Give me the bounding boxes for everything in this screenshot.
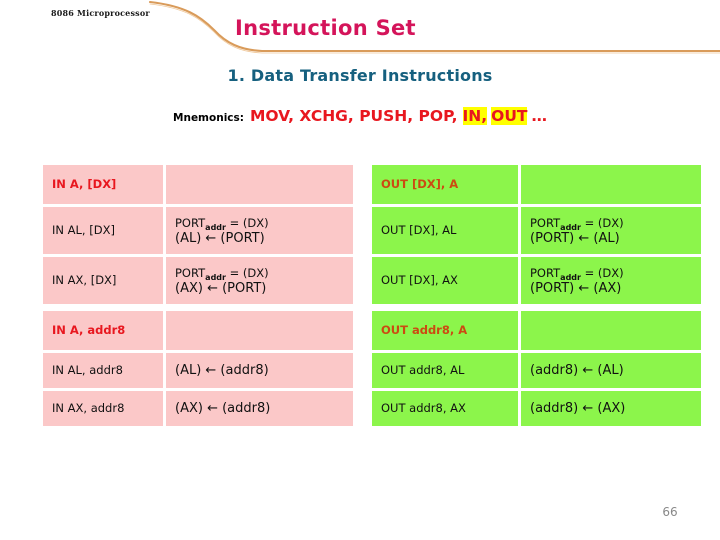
table-cell-operation: PORTaddr = (DX) (PORT) ← (AX) (521, 257, 701, 304)
instruction-mnemonic: OUT addr8, AX (381, 400, 466, 415)
table-cell-operation: PORTaddr = (DX) (AL) ← (PORT) (166, 207, 353, 254)
operation-transfer: (AX) ← (PORT) (175, 280, 267, 296)
instruction-mnemonic: OUT [DX], AX (381, 272, 458, 287)
page-title: Instruction Set (235, 16, 416, 40)
instruction-header-label: OUT addr8, A (381, 322, 468, 337)
instruction-mnemonic: IN AL, addr8 (52, 362, 123, 377)
instruction-mnemonic: IN AX, [DX] (52, 272, 117, 287)
table-row: OUT addr8, AX (372, 391, 518, 426)
operation-transfer: (PORT) ← (AL) (530, 230, 620, 246)
mnemonics-ellipsis: … (531, 107, 547, 125)
table-out-addr8-mnemonic-column: OUT addr8, A OUT addr8, AL OUT addr8, AX (372, 311, 518, 426)
mnemonics-label: Mnemonics: (173, 112, 244, 124)
table-out-dx: OUT [DX], A OUT [DX], AL OUT [DX], AX PO… (372, 165, 701, 304)
operation-port-subscript: addr (205, 223, 226, 233)
table-row-header: IN A, addr8 (43, 311, 163, 350)
table-in-dx: IN A, [DX] IN AL, [DX] IN AX, [DX] PORTa… (43, 165, 353, 304)
table-cell-operation: (addr8) ← (AX) (521, 391, 701, 426)
table-row: IN AL, addr8 (43, 353, 163, 388)
section-heading: 1. Data Transfer Instructions (227, 66, 493, 85)
table-row-header: OUT [DX], A (372, 165, 518, 204)
instruction-header-label: OUT [DX], A (381, 176, 459, 191)
operation-port-value: = (DX) (580, 266, 624, 281)
mnemonics-highlight-in: IN, (462, 107, 488, 125)
table-row: OUT addr8, AL (372, 353, 518, 388)
table-row-header: IN A, [DX] (43, 165, 163, 204)
table-cell-empty (166, 311, 353, 350)
instruction-mnemonic: IN AL, [DX] (52, 222, 115, 237)
table-row: OUT [DX], AL (372, 207, 518, 254)
operation-port-value: = (DX) (580, 216, 624, 231)
mnemonics-list-plain: MOV, XCHG, PUSH, POP, (249, 107, 458, 125)
table-cell-operation: (addr8) ← (AL) (521, 353, 701, 388)
instruction-mnemonic: IN AX, addr8 (52, 400, 125, 415)
table-out-addr8-operation-column: (addr8) ← (AL) (addr8) ← (AX) (521, 311, 701, 426)
instruction-header-label: IN A, [DX] (52, 176, 117, 191)
table-in-addr8-mnemonic-column: IN A, addr8 IN AL, addr8 IN AX, addr8 (43, 311, 163, 426)
operation-port-label: PORT (530, 266, 561, 281)
table-row-header: OUT addr8, A (372, 311, 518, 350)
table-cell-operation: (AX) ← (addr8) (166, 391, 353, 426)
operation-port-label: PORT (175, 216, 206, 231)
table-row: IN AX, addr8 (43, 391, 163, 426)
mnemonics-highlight-out: OUT (491, 107, 528, 125)
operation-port-label: PORT (175, 266, 206, 281)
table-in-addr8: IN A, addr8 IN AL, addr8 IN AX, addr8 (A… (43, 311, 353, 426)
operation-port-subscript: addr (560, 223, 581, 233)
operation-transfer: (PORT) ← (AX) (530, 280, 622, 296)
operation-port-subscript: addr (560, 273, 581, 283)
table-out-dx-mnemonic-column: OUT [DX], A OUT [DX], AL OUT [DX], AX (372, 165, 518, 304)
instruction-mnemonic: OUT addr8, AL (381, 362, 465, 377)
table-row: OUT [DX], AX (372, 257, 518, 304)
table-in-addr8-operation-column: (AL) ← (addr8) (AX) ← (addr8) (166, 311, 353, 426)
operation-port-value: = (DX) (225, 216, 269, 231)
table-in-dx-operation-column: PORTaddr = (DX) (AL) ← (PORT) PORTaddr =… (166, 165, 353, 304)
table-row: IN AL, [DX] (43, 207, 163, 254)
table-cell-empty (521, 311, 701, 350)
table-cell-empty (166, 165, 353, 204)
page-number: 66 (662, 505, 678, 519)
table-out-dx-operation-column: PORTaddr = (DX) (PORT) ← (AL) PORTaddr =… (521, 165, 701, 304)
instruction-header-label: IN A, addr8 (52, 322, 126, 337)
operation-transfer: (AL) ← (PORT) (175, 230, 265, 246)
table-in-dx-mnemonic-column: IN A, [DX] IN AL, [DX] IN AX, [DX] (43, 165, 163, 304)
instruction-mnemonic: OUT [DX], AL (381, 222, 457, 237)
table-cell-operation: PORTaddr = (DX) (PORT) ← (AL) (521, 207, 701, 254)
operation-port-subscript: addr (205, 273, 226, 283)
operation-port-label: PORT (530, 216, 561, 231)
table-cell-operation: (AL) ← (addr8) (166, 353, 353, 388)
table-out-addr8: OUT addr8, A OUT addr8, AL OUT addr8, AX… (372, 311, 701, 426)
table-cell-operation: PORTaddr = (DX) (AX) ← (PORT) (166, 257, 353, 304)
table-row: IN AX, [DX] (43, 257, 163, 304)
table-cell-empty (521, 165, 701, 204)
operation-port-value: = (DX) (225, 266, 269, 281)
header-logo: 8086 Microprocessor (51, 8, 150, 18)
mnemonics-row: Mnemonics: MOV, XCHG, PUSH, POP,IN,OUT… (0, 106, 720, 125)
